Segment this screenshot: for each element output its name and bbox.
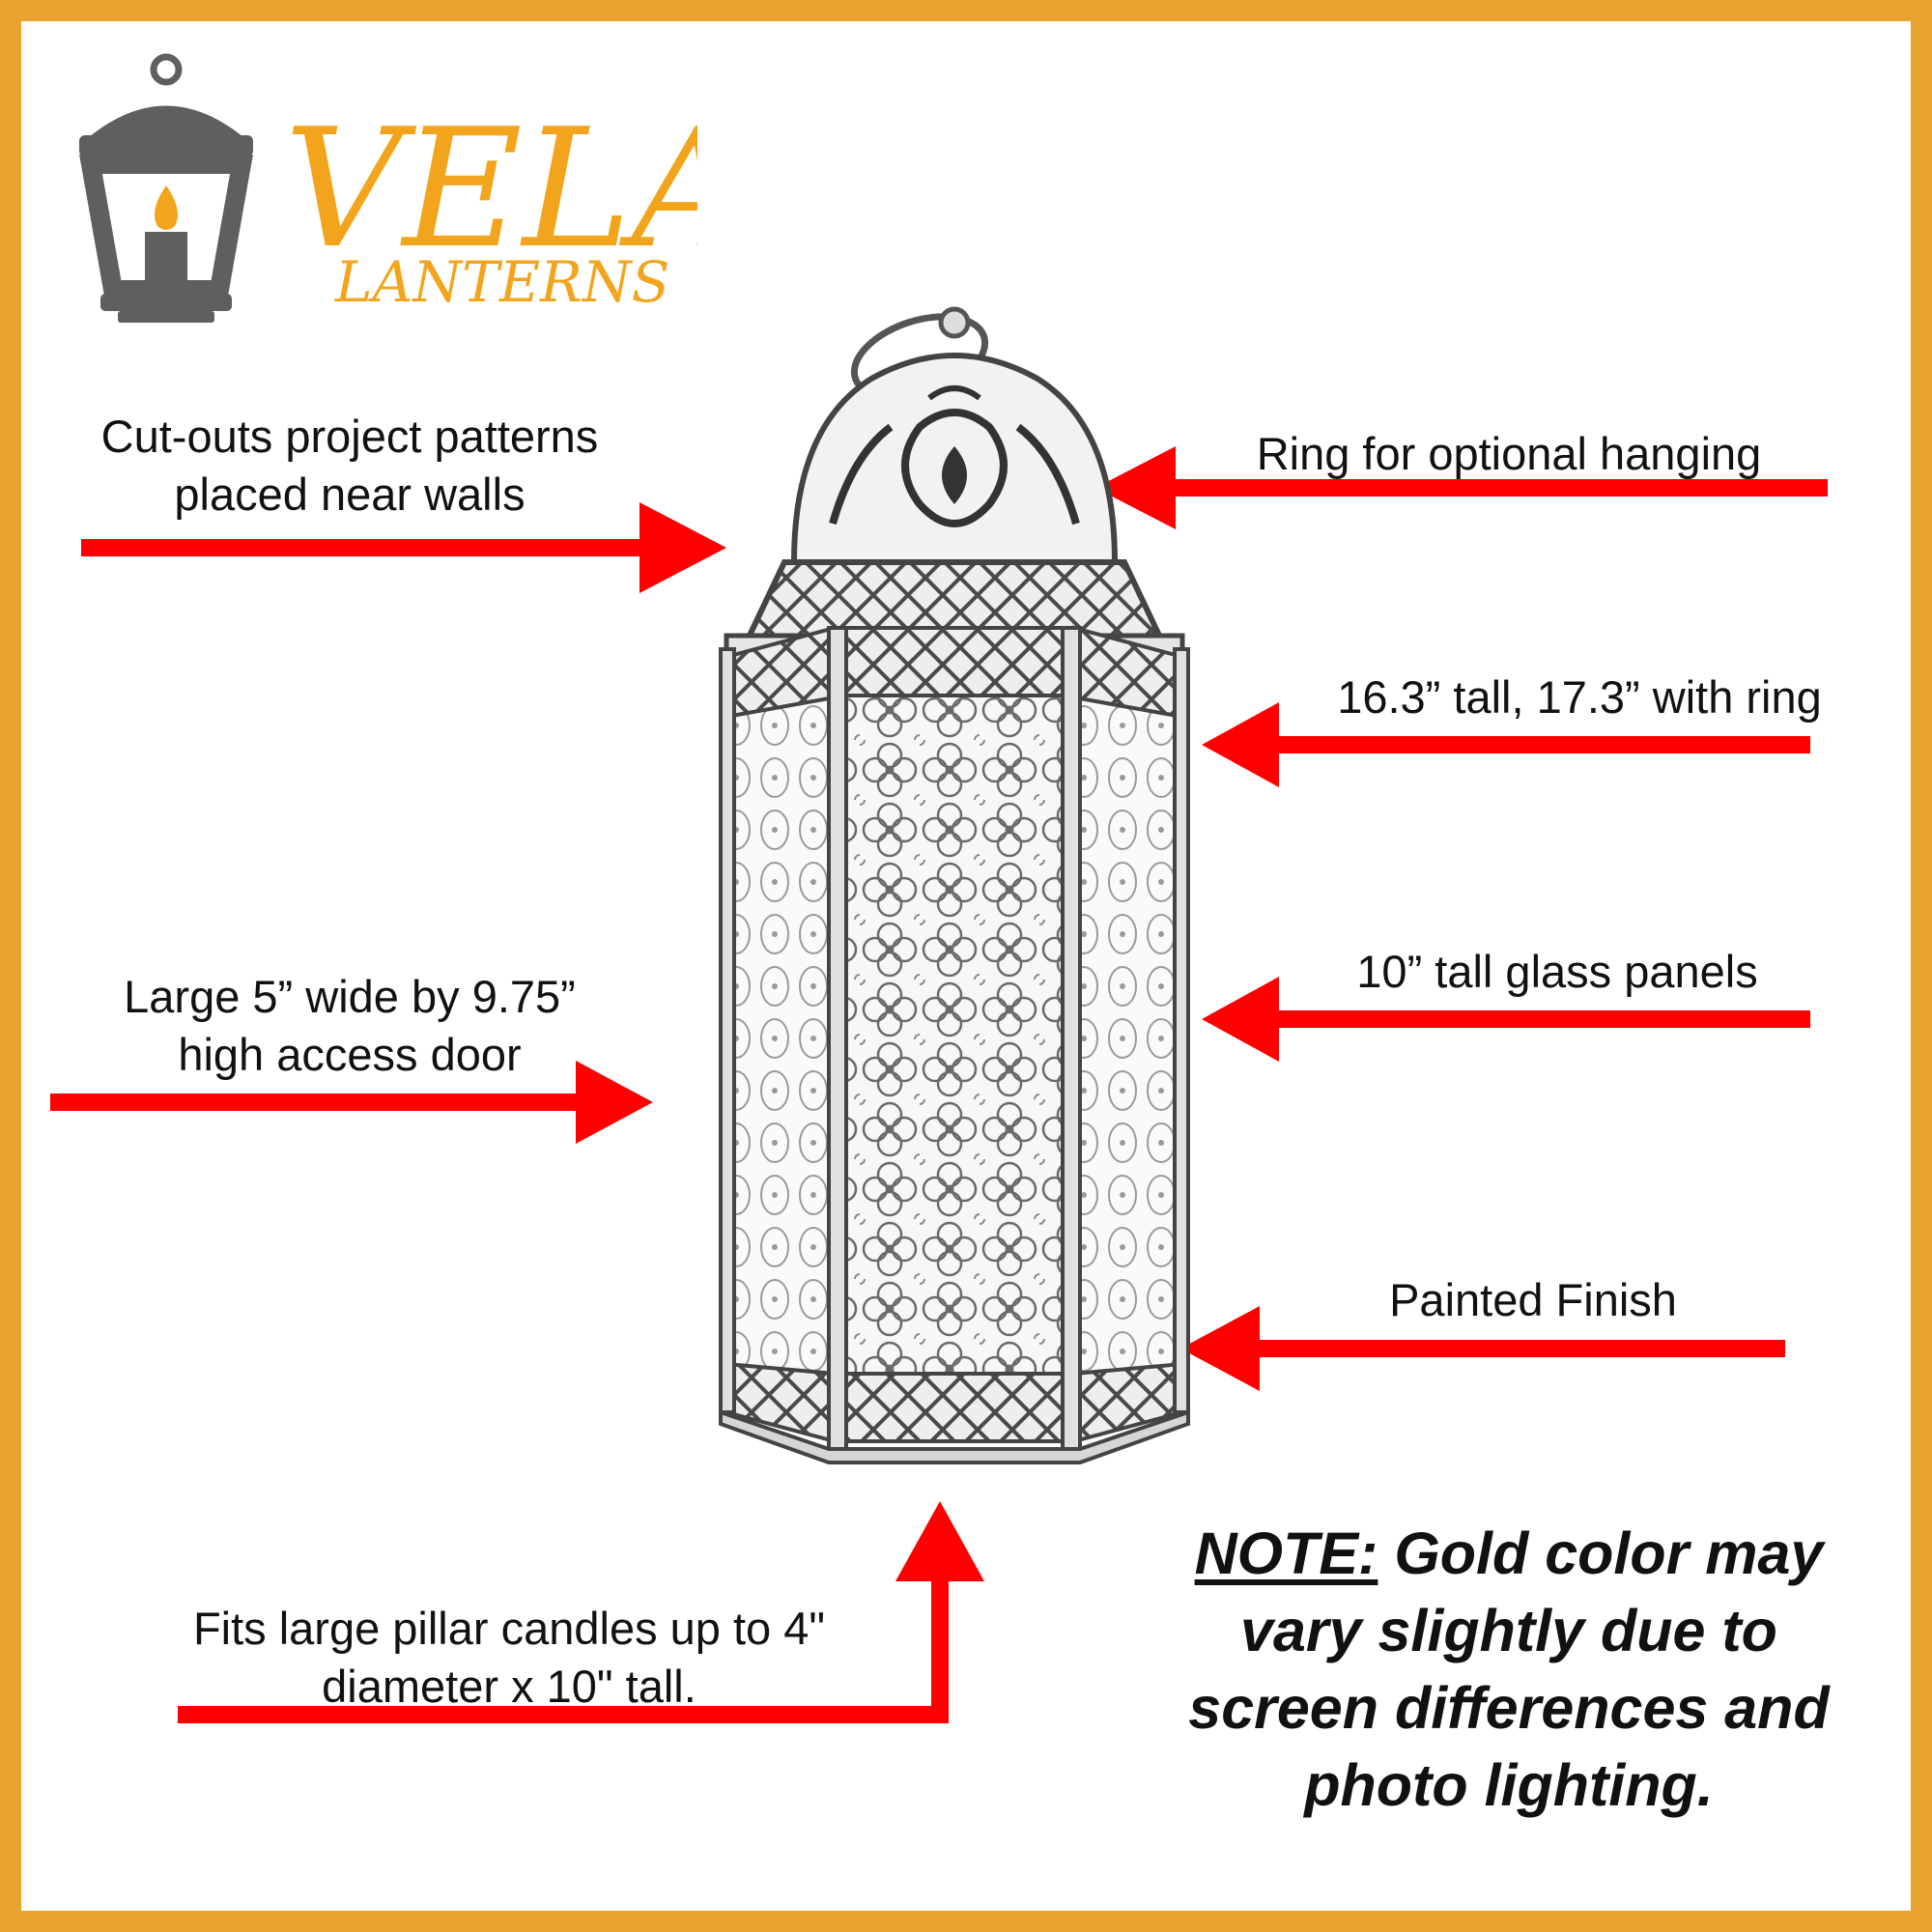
callout-door-line1: Large 5” wide by 9.75” (124, 971, 576, 1022)
brand-tagline: LANTERNS (334, 249, 669, 315)
brand-logo: VELA LANTERNS (79, 53, 697, 323)
callout-cutouts-line2: placed near walls (174, 469, 526, 520)
callout-candles: Fits large pillar candles up to 4" diame… (128, 1600, 891, 1716)
lantern-dome (790, 353, 1119, 565)
lantern-body (719, 625, 1190, 1464)
arrow-cutouts (81, 502, 726, 593)
arrow-panels (1202, 977, 1810, 1062)
arrow-ring (1095, 446, 1828, 529)
note-line2: vary slightly due to (1240, 1598, 1777, 1663)
callout-door: Large 5” wide by 9.75” high access door (60, 968, 639, 1084)
arrow-door (50, 1061, 653, 1144)
color-note: NOTE: Gold color may vary slightly due t… (1142, 1515, 1876, 1824)
arrow-finish (1180, 1306, 1785, 1391)
callout-arrows (50, 446, 1828, 1723)
callout-cutouts-line1: Cut-outs project patterns (100, 411, 599, 462)
callout-candles-line1: Fits large pillar candles up to 4" (192, 1603, 826, 1654)
callout-door-line2: high access door (178, 1029, 522, 1080)
callout-candles-line2: diameter x 10" tall. (322, 1661, 696, 1712)
note-line4: photo lighting. (1304, 1752, 1714, 1818)
callout-panels: 10” tall glass panels (1356, 946, 1758, 997)
arrow-candles (178, 1501, 984, 1723)
arrow-height (1202, 702, 1810, 787)
callout-finish: Painted Finish (1389, 1274, 1677, 1325)
lantern-icon (79, 53, 253, 323)
note-line3: screen differences and (1188, 1675, 1830, 1741)
brand-name: VELA (284, 94, 697, 285)
note-line1: Gold color may (1394, 1520, 1824, 1586)
callout-height: 16.3” tall, 17.3” with ring (1337, 671, 1822, 723)
product-infographic: VELA LANTERNS (21, 21, 1911, 1911)
callout-cutouts: Cut-outs project patterns placed near wa… (79, 408, 620, 524)
lantern-product-image (719, 306, 1190, 1464)
note-label: NOTE: (1194, 1520, 1378, 1586)
callout-ring: Ring for optional hanging (1256, 428, 1762, 479)
